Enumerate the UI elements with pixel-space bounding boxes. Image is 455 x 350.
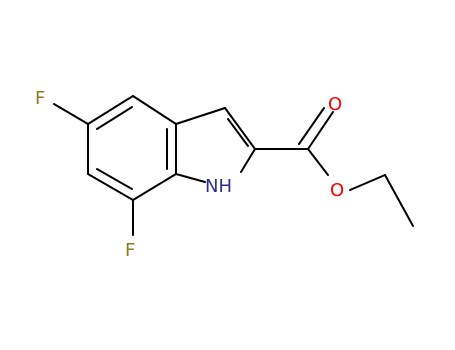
bond-carbonyl-o1 — [307, 111, 334, 150]
bond-c6-c7 — [87, 173, 134, 201]
fluorine-atom-top: F — [35, 88, 45, 109]
bond-c2-n1 — [240, 148, 256, 173]
bond-carbonyl-o2 — [298, 107, 325, 145]
bond-n1-c7a — [175, 173, 206, 183]
bond-c3-c2 — [224, 107, 256, 150]
nitrogen-nh-atom: NH — [205, 176, 232, 197]
bond-c5-f — [53, 103, 89, 125]
bond-c3-c2-inner — [227, 118, 249, 147]
bond-c4-c5-inner — [96, 106, 133, 130]
bond-c6-c7-inner — [96, 168, 133, 190]
bond-oester-ch2 — [349, 174, 386, 191]
bond-c7-c7a — [132, 173, 177, 201]
bond-ch2-ch3 — [384, 174, 414, 227]
bond-c3a-c4 — [132, 95, 177, 125]
oxygen-atom-carbonyl: O — [328, 94, 342, 115]
bond-carbonyl-oester — [307, 148, 329, 176]
oxygen-atom-ester: O — [330, 180, 344, 201]
fluorine-atom-bottom: F — [125, 240, 135, 261]
bond-c4-c5 — [87, 95, 134, 125]
bond-c3a-c3 — [175, 107, 226, 125]
